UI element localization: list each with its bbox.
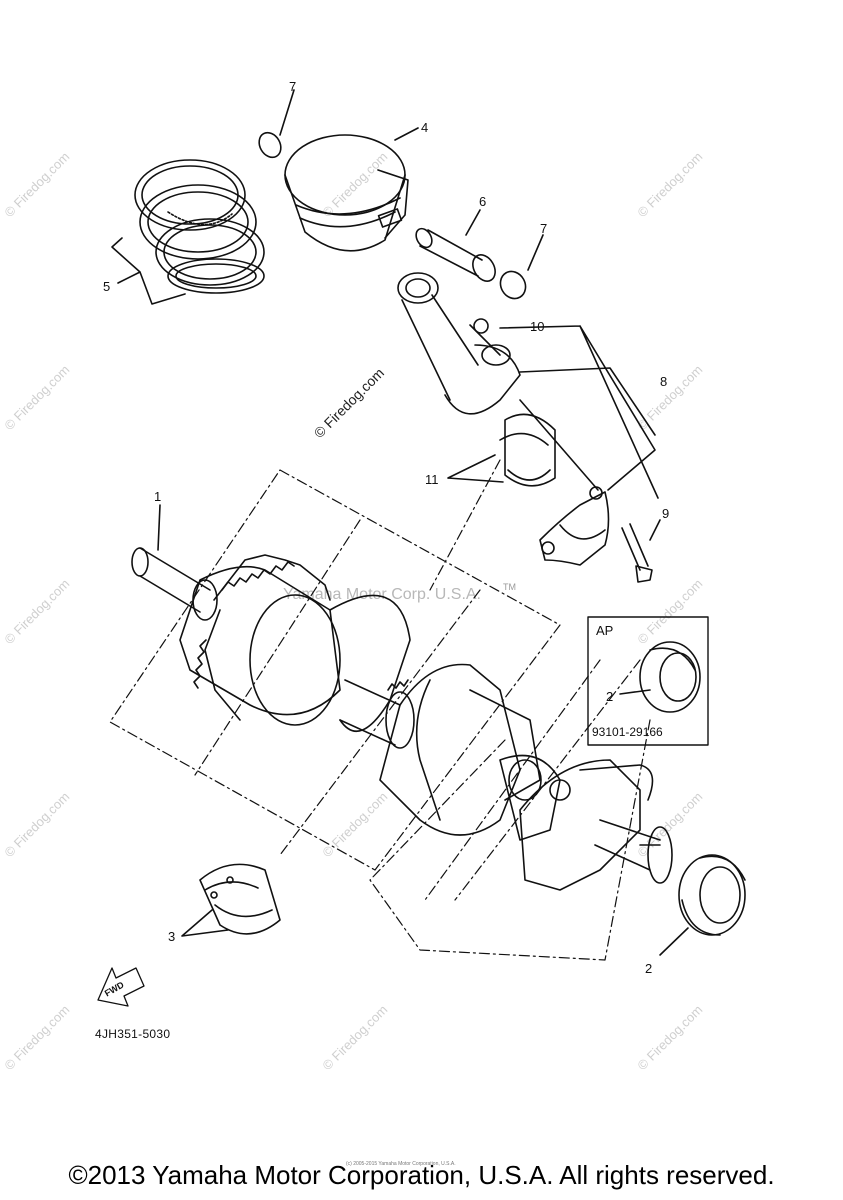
callout-11: 11 xyxy=(425,472,439,487)
diagram-code: 4JH351-5030 xyxy=(95,1027,171,1041)
leader-2 xyxy=(659,927,689,956)
ap-box-label: AP xyxy=(596,623,614,638)
main-bearing-drawing xyxy=(199,863,281,935)
watermark-yamaha: Yamaha Motor Corp. U.S.A. xyxy=(283,586,481,603)
rod-bearing-drawing xyxy=(499,413,556,487)
callout-8: 8 xyxy=(660,374,668,389)
dashed-outline xyxy=(109,469,561,871)
callout-2a: 2 xyxy=(606,689,614,704)
rod-cap-drawing xyxy=(519,399,610,566)
leader-3 xyxy=(181,909,229,937)
copyright-footer: ©2013 Yamaha Motor Corporation, U.S.A. A… xyxy=(68,1160,775,1190)
leader-5 xyxy=(111,237,186,305)
connecting-rod-drawing xyxy=(397,272,521,415)
callout-1: 1 xyxy=(154,489,162,504)
leader-10 xyxy=(499,325,659,499)
piston-rings-drawing xyxy=(134,159,265,294)
callout-4: 4 xyxy=(421,120,429,135)
leader-1 xyxy=(157,504,161,551)
ap-part-number: 93101-29166 xyxy=(592,725,663,739)
tiny-copyright: (c) 2005-2015 Yamaha Motor Corporation, … xyxy=(346,1161,456,1167)
callout-7a: 7 xyxy=(289,79,297,94)
leader-8 xyxy=(519,367,656,436)
circlip-right xyxy=(499,270,527,300)
oil-seal-drawing xyxy=(678,854,746,936)
circlip-left xyxy=(258,131,282,159)
svg-text:TM: TM xyxy=(503,582,516,592)
callout-9: 9 xyxy=(662,506,670,521)
piston-pin-drawing xyxy=(415,227,496,282)
callout-6: 6 xyxy=(479,194,487,209)
piston-drawing xyxy=(284,134,409,252)
callout-10: 10 xyxy=(530,319,545,334)
ap-box xyxy=(587,616,709,746)
callout-3: 3 xyxy=(168,929,176,944)
rod-bolt-drawing xyxy=(621,523,653,583)
ap-seal-drawing xyxy=(639,641,701,713)
leader-11 xyxy=(447,454,504,483)
crankshaft-drawing xyxy=(131,547,673,891)
callout-2b: 2 xyxy=(645,961,653,976)
callout-7b: 7 xyxy=(540,221,548,236)
fwd-arrow-icon xyxy=(97,967,145,1007)
leader-4 xyxy=(394,127,419,141)
callout-5: 5 xyxy=(103,279,111,294)
